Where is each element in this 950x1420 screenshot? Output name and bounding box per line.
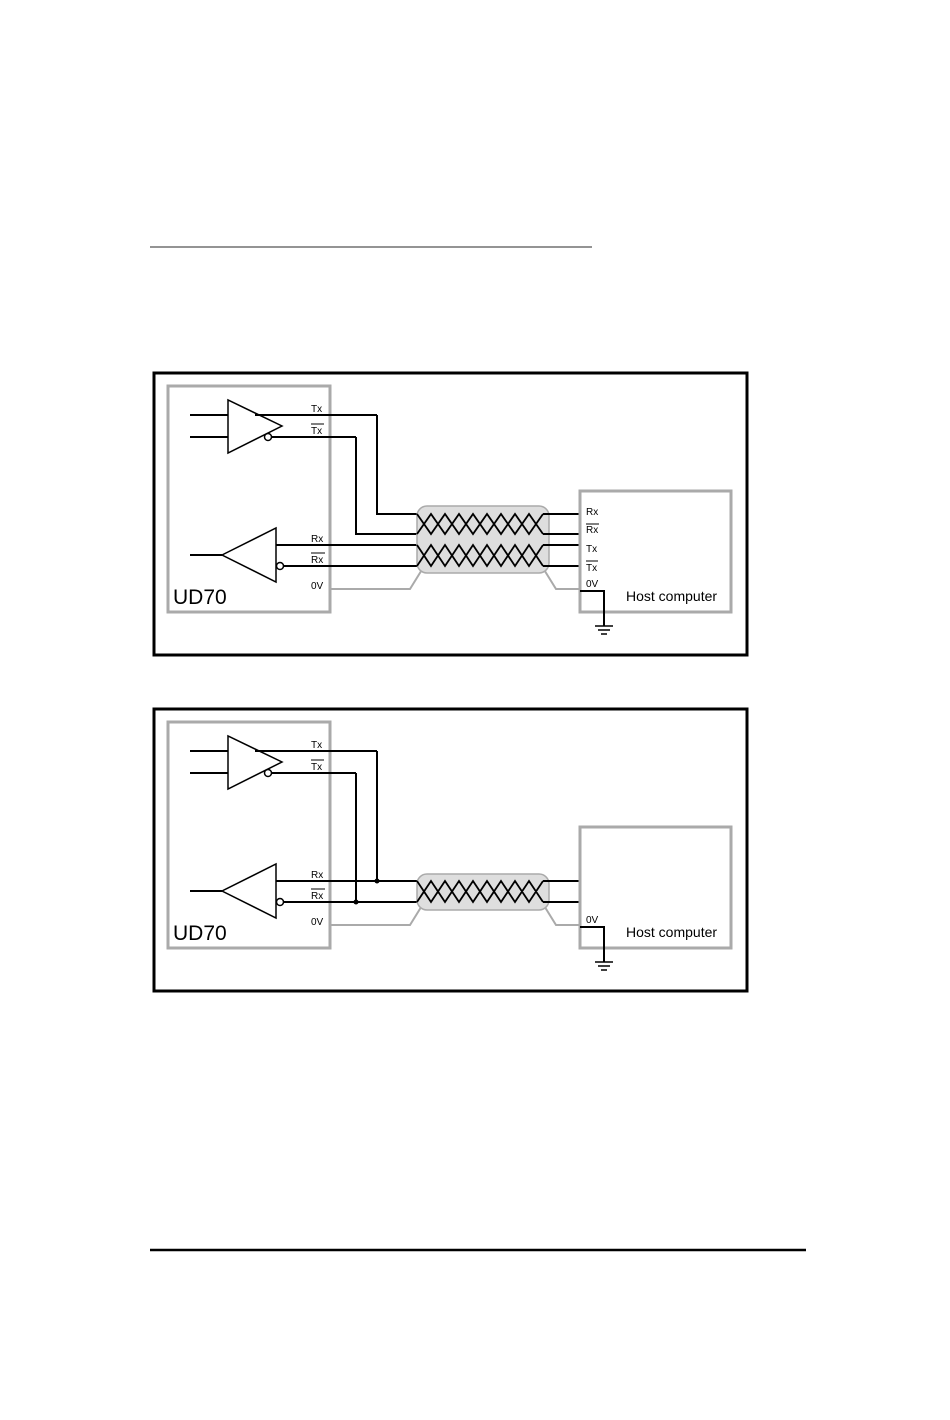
host-label: Host computer [626,924,717,940]
host-pin-rx: Rx [586,507,598,518]
junction-dot [375,879,380,884]
invert-bubble [277,899,284,906]
ud70-pin-rx-bar: Rx [311,555,323,566]
host-label: Host computer [626,588,717,604]
invert-bubble [265,434,272,441]
ud70-pin-tx-bar: Tx [311,426,322,437]
junction-dot [354,900,359,905]
invert-bubble [265,770,272,777]
host-pin-tx-bar: Tx [586,563,597,574]
ud70-pin-tx-bar: Tx [311,762,322,773]
cable-jacket [417,506,549,573]
ud70-pin-tx: Tx [311,404,322,415]
host-pin-rx-bar: Rx [586,525,598,536]
ud70-pin-0v: 0V [311,581,324,592]
ud70-pin-0v: 0V [311,917,324,928]
ud70-pin-tx: Tx [311,740,322,751]
diagram-two-wire: UD70 Tx Tx Rx Rx 0V [154,709,747,991]
ud70-label: UD70 [173,922,227,945]
host-pin-0v: 0V [586,579,599,590]
twisted-pair-cable [417,506,549,573]
ud70-label: UD70 [173,586,227,609]
ud70-pin-rx: Rx [311,870,323,881]
host-pin-0v: 0V [586,915,599,926]
invert-bubble [277,563,284,570]
host-pin-tx: Tx [586,544,597,555]
twisted-pair-cable [417,874,549,910]
diagram-four-wire: UD70 Tx Tx Rx Rx 0V [154,373,747,655]
ud70-pin-rx: Rx [311,534,323,545]
ud70-pin-rx-bar: Rx [311,891,323,902]
